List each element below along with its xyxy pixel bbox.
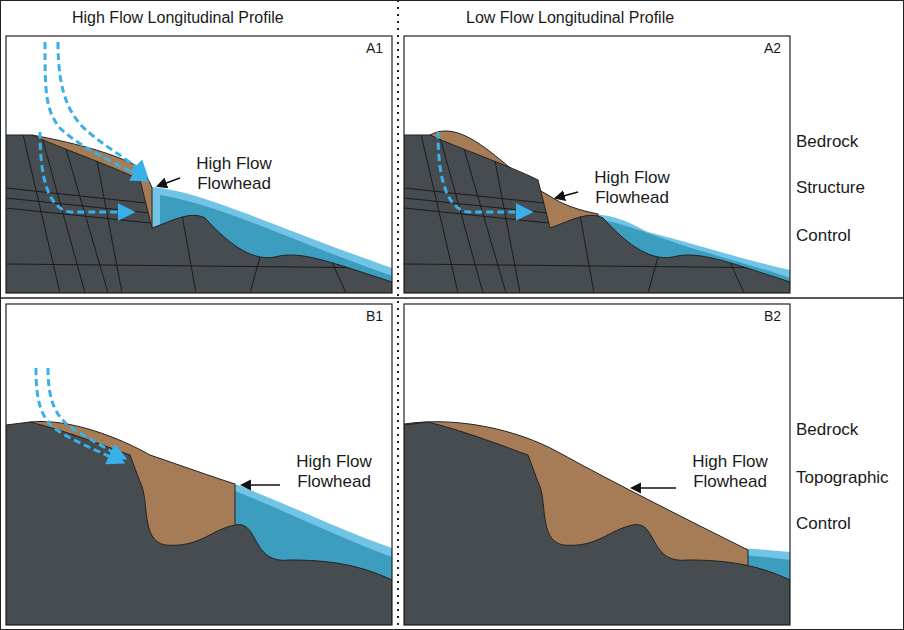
flowhead-label: High Flow Flowhead [284, 452, 384, 493]
row-label: Topographic [796, 468, 889, 488]
panel-id: A1 [366, 40, 383, 57]
column-heading: High Flow Longitudinal Profile [72, 8, 284, 27]
row-label: Control [796, 226, 851, 246]
row-label: Bedrock [796, 132, 858, 152]
panel-id: B2 [764, 308, 781, 325]
row-label: Bedrock [796, 420, 858, 440]
panel-id: A2 [764, 40, 781, 57]
flowhead-label: High Flow Flowhead [680, 452, 780, 493]
row-label: Control [796, 514, 851, 534]
flowhead-label: High Flow Flowhead [582, 168, 682, 209]
row-label: Structure [796, 178, 865, 198]
column-heading: Low Flow Longitudinal Profile [466, 8, 674, 27]
flowhead-label: High Flow Flowhead [184, 154, 284, 195]
panel-id: B1 [366, 308, 383, 325]
